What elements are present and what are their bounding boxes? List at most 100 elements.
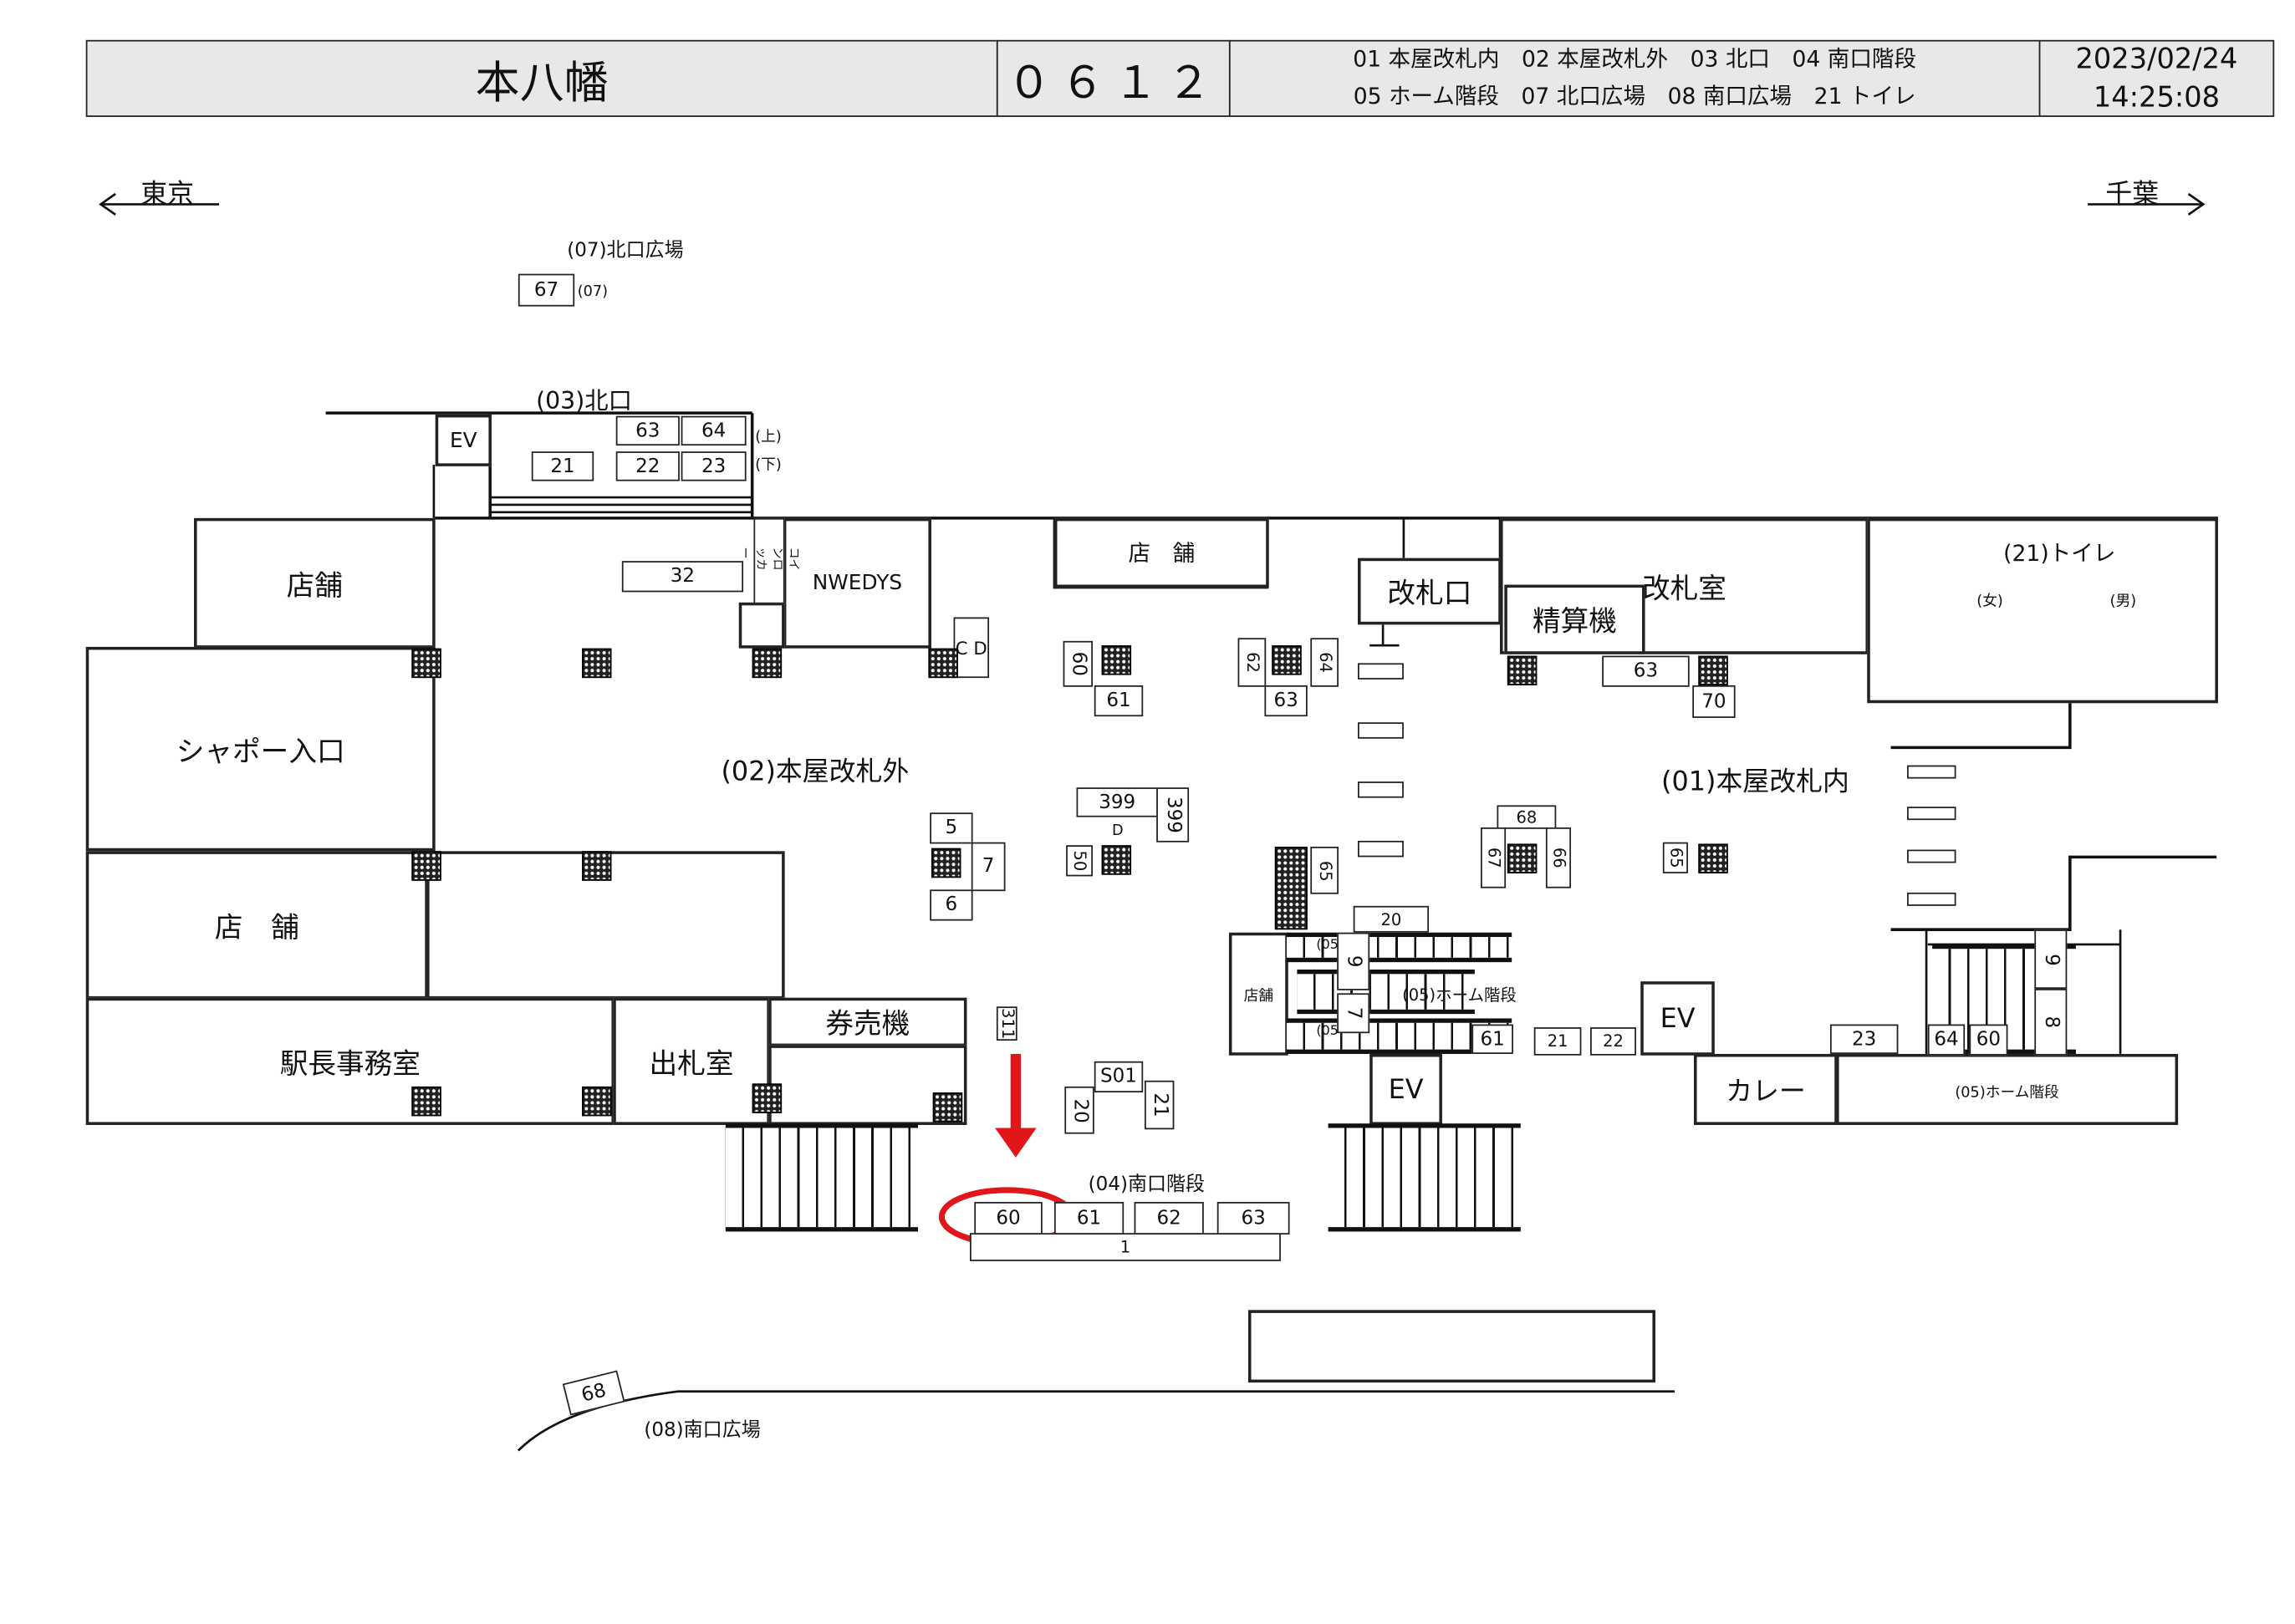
- number-box-8: 8: [2034, 989, 2068, 1056]
- south-plaza-label: (08)南口広場: [644, 1419, 761, 1442]
- room nwedys-shop: NWEDYS: [783, 517, 931, 649]
- number-box-311-text: 311: [997, 1008, 1017, 1040]
- pillar: [582, 851, 612, 881]
- direction-east: 千葉: [2105, 179, 2160, 211]
- upper-label: (上): [755, 429, 782, 446]
- number-box-66: 66: [1545, 827, 1572, 888]
- number-box-65: 65: [1662, 842, 1688, 873]
- room locker-box: [738, 602, 785, 649]
- number-box-7-text: 7: [1342, 1006, 1364, 1020]
- number-box-9: 9: [2034, 929, 2068, 990]
- number-box-21: 21: [1144, 1080, 1175, 1130]
- number-box-65-text: 65: [1665, 847, 1686, 868]
- room fare-adjustment: 精算機: [1504, 584, 1645, 654]
- room ticket-office: 出札室: [613, 997, 770, 1125]
- number-box-62-text: 62: [1242, 652, 1262, 673]
- number-box-63: 63: [1264, 685, 1308, 717]
- number-box-9: 9: [1337, 932, 1370, 990]
- floor-marker: [1358, 840, 1404, 858]
- number-box-70: 70: [1692, 685, 1736, 718]
- floor-marker: [1907, 892, 1956, 906]
- arrow-west-icon: [99, 192, 220, 216]
- number-box-61: 61: [1471, 1024, 1513, 1054]
- room curry-shop: カレー: [1694, 1053, 1838, 1125]
- room room-shop-1: 店舗: [194, 517, 436, 649]
- time: 14:25:08: [2093, 81, 2221, 115]
- floor-marker: [1358, 663, 1404, 680]
- date: 2023/02/24: [2075, 43, 2238, 76]
- north-plaza-label: (07)北口広場: [567, 239, 684, 262]
- floor-marker: [1358, 781, 1404, 798]
- number-box-5: 5: [930, 812, 973, 844]
- coin-locker: コインロッカー: [738, 517, 800, 604]
- stairs-05b: (05: [1316, 1024, 1339, 1040]
- number-box-22: 22: [1590, 1027, 1636, 1056]
- number-box-50-text: 50: [1069, 850, 1089, 872]
- number-box-23: 23: [681, 451, 747, 481]
- legend-line-1: 01 本屋改札内 02 本屋改札外 03 北口 04 南口階段: [1353, 45, 1917, 73]
- number-box-399: 399: [1076, 787, 1158, 817]
- number-box-399: 399: [1156, 787, 1190, 843]
- lower-label: (下): [755, 457, 782, 474]
- number-box-9-text: 9: [2039, 953, 2063, 965]
- number-box-67-text: 67: [1483, 847, 1503, 868]
- number-box-63: 63: [615, 415, 680, 446]
- room south-bottom-box: [1247, 1310, 1655, 1383]
- room ev-north: EV: [435, 414, 492, 466]
- number-box-64: 64: [1310, 638, 1339, 687]
- female-label: (女): [1976, 593, 2003, 610]
- pillar: [1274, 847, 1308, 930]
- number-box-7: 7: [1337, 993, 1370, 1034]
- number-box-21: 21: [1533, 1027, 1582, 1056]
- pillar: [582, 1086, 612, 1117]
- number-box-1: 1: [970, 1233, 1281, 1261]
- pillar: [1698, 655, 1728, 685]
- pillar: [931, 848, 961, 878]
- room room-shop-3: 店 舗: [1053, 517, 1269, 588]
- pillar: [1101, 645, 1132, 675]
- room chapeau-entrance: シャポー入口: [85, 646, 436, 852]
- number-box-S01: S01: [1094, 1061, 1144, 1092]
- timestamp: 2023/02/24 14:25:08: [2038, 39, 2275, 117]
- room ev-lower: EV: [1369, 1053, 1442, 1125]
- number-box-399-text: 399: [1161, 796, 1184, 833]
- number-box-7: 7: [971, 842, 1006, 892]
- floor-marker: [1907, 849, 1956, 863]
- number-box-61: 61: [1094, 685, 1144, 717]
- number-box-62: 62: [1237, 638, 1267, 687]
- number-box-60: 60: [1063, 640, 1093, 687]
- number-box-65: 65: [1310, 847, 1339, 894]
- number-box-21: 21: [531, 451, 594, 481]
- station-code: ０６１２: [996, 39, 1231, 117]
- number-box-68: 68: [1497, 805, 1557, 829]
- number-box-20: 20: [1353, 905, 1430, 933]
- number-box-64-text: 64: [1314, 652, 1334, 673]
- pillar: [1507, 843, 1538, 873]
- direction-west: 東京: [140, 179, 195, 211]
- number-box-6: 6: [930, 889, 973, 921]
- number-box-65-text: 65: [1314, 859, 1334, 881]
- legend-line-2: 05 ホーム階段 07 北口広場 08 南口広場 21 トイレ: [1353, 83, 1916, 110]
- number-box-60: 60: [1969, 1024, 2008, 1056]
- number-box-21-text: 21: [1148, 1092, 1170, 1117]
- cd-machine: C D: [953, 617, 990, 679]
- stairs: [1297, 970, 1475, 1015]
- pillar: [932, 1092, 963, 1123]
- pillar: [752, 648, 783, 679]
- number-box-9-text: 9: [1342, 955, 1364, 968]
- station-code-text: ０６１２: [1007, 58, 1221, 110]
- pillar: [1698, 843, 1728, 873]
- number-box-60-text: 60: [1066, 651, 1089, 676]
- number-box-20: 20: [1064, 1086, 1094, 1134]
- toilet-label: (21)トイレ: [2003, 540, 2116, 568]
- stairs-05a: (05: [1316, 938, 1339, 954]
- number-box-22: 22: [615, 451, 680, 481]
- arrow-east-icon: [2088, 192, 2206, 216]
- number-box-64: 64: [1927, 1024, 1966, 1056]
- pillar: [752, 1083, 783, 1113]
- d-label: D: [1112, 822, 1124, 840]
- north-plaza-tag: (07): [577, 284, 609, 301]
- stairs: [1286, 932, 1512, 963]
- room gate-entrance: 改札口: [1358, 557, 1502, 625]
